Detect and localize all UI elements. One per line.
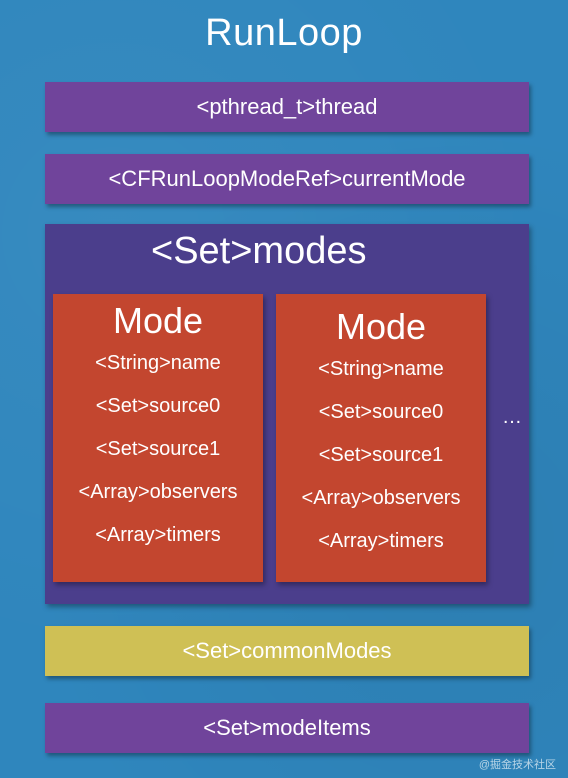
watermark: @掘金技术社区 bbox=[478, 759, 556, 771]
mode-field-source0: <Set>source0 bbox=[95, 395, 221, 417]
mode-box-1: Mode <String>name <Set>source0 <Set>sour… bbox=[53, 294, 263, 582]
more-modes-ellipsis: … bbox=[502, 406, 522, 428]
mode-field-source1: <Set>source1 bbox=[318, 444, 444, 466]
mode-title: Mode bbox=[335, 306, 427, 347]
mode-field-name: <String>name bbox=[318, 358, 444, 380]
current-mode-field: <CFRunLoopModeRef>currentMode bbox=[45, 154, 529, 204]
mode-items-field: <Set>modeItems bbox=[45, 703, 529, 753]
mode-field-source1: <Set>source1 bbox=[95, 438, 221, 460]
mode-box-2: Mode <String>name <Set>source0 <Set>sour… bbox=[276, 294, 486, 582]
modes-title: <Set>modes bbox=[151, 230, 367, 272]
mode-field-observers: <Array>observers bbox=[78, 481, 238, 503]
mode-field-observers: <Array>observers bbox=[301, 487, 461, 509]
mode-title: Mode bbox=[112, 300, 204, 341]
modes-container: <Set>modes Mode <String>name <Set>source… bbox=[45, 224, 529, 604]
diagram-title: RunLoop bbox=[205, 12, 363, 54]
mode-field-source0: <Set>source0 bbox=[318, 401, 444, 423]
mode-field-name: <String>name bbox=[95, 352, 221, 374]
thread-field: <pthread_t>thread bbox=[45, 82, 529, 132]
common-modes-field: <Set>commonModes bbox=[45, 626, 529, 676]
mode-field-timers: <Array>timers bbox=[318, 530, 444, 552]
mode-field-timers: <Array>timers bbox=[95, 524, 221, 546]
